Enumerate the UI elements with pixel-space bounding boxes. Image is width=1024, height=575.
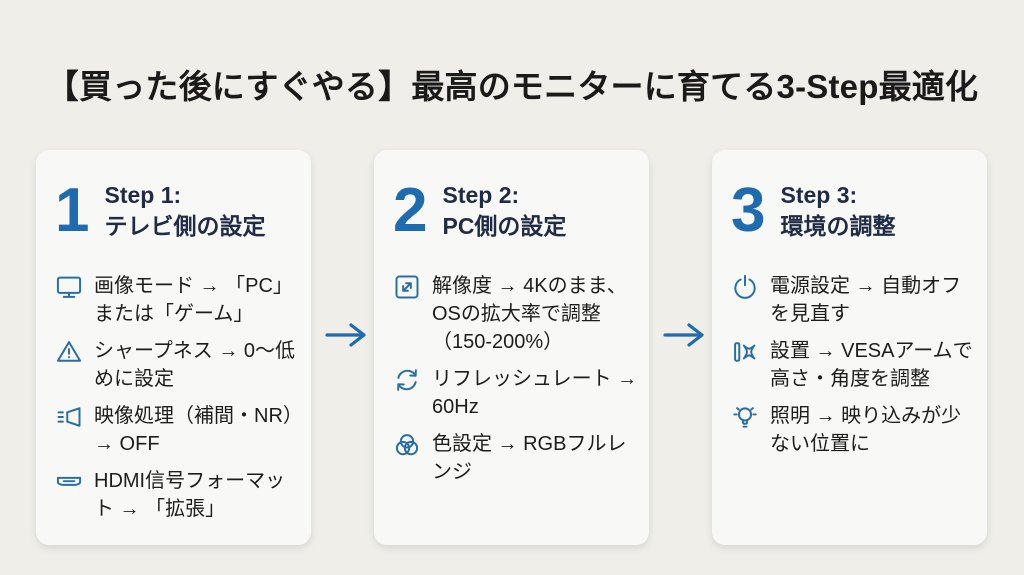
list-item: HDMI信号フォーマット → 「拡張」 — [55, 467, 301, 523]
step-title-line2: PC側の設定 — [442, 213, 567, 239]
step-title: Step 1: テレビ側の設定 — [104, 180, 265, 242]
step-number: 1 — [55, 175, 90, 245]
step-title-line1: Step 2: — [442, 182, 520, 208]
step-title-line2: 環境の調整 — [780, 213, 896, 239]
rgb-circles-icon — [393, 431, 421, 459]
list-item: シャープネス → 0〜低めに設定 — [55, 337, 301, 393]
list-item-text: 照明 → 映り込みが少ない位置に — [770, 405, 962, 455]
step-number: 3 — [731, 175, 766, 245]
step-card: 2 Step 2: PC側の設定 解像度 → 4Kのまま、OSの拡大率で調整（1… — [374, 150, 649, 545]
step-title-line1: Step 3: — [780, 182, 858, 208]
list-item-text: HDMI信号フォーマット → 「拡張」 — [94, 470, 286, 520]
step-items: 画像モード → 「PC」または「ゲーム」 シャープネス → 0〜低めに設定 映像… — [55, 272, 301, 523]
list-item-text: 映像処理（補間・NR）→ OFF — [94, 405, 293, 455]
warning-triangle-icon — [55, 338, 83, 366]
list-item: 画像モード → 「PC」または「ゲーム」 — [55, 272, 301, 328]
list-item-text: 色設定 → RGBフルレンジ — [432, 433, 627, 483]
lightbulb-icon — [731, 403, 759, 431]
step-card-header: 2 Step 2: PC側の設定 — [393, 175, 639, 245]
step-card: 3 Step 3: 環境の調整 電源設定 → 自動オフを見直す 設置 → VES… — [712, 150, 987, 545]
vesa-mount-icon — [731, 338, 759, 366]
list-item-text: シャープネス → 0〜低めに設定 — [94, 340, 296, 390]
list-item-text: 設置 → VESAアームで高さ・角度を調整 — [770, 340, 973, 390]
hdmi-icon — [55, 468, 83, 496]
list-item-text: 解像度 → 4Kのまま、OSの拡大率で調整（150-200%） — [432, 275, 627, 353]
list-item-text: 電源設定 → 自動オフを見直す — [770, 275, 962, 325]
step-number: 2 — [393, 175, 428, 245]
power-icon — [731, 273, 759, 301]
arrow-right-icon — [324, 317, 370, 353]
list-item: 解像度 → 4Kのまま、OSの拡大率で調整（150-200%） — [393, 272, 639, 356]
list-item: 照明 → 映り込みが少ない位置に — [731, 402, 977, 458]
list-item: 設置 → VESAアームで高さ・角度を調整 — [731, 337, 977, 393]
step-title: Step 2: PC側の設定 — [442, 180, 566, 242]
expand-icon — [393, 273, 421, 301]
megaphone-icon — [55, 403, 83, 431]
list-item: 色設定 → RGBフルレンジ — [393, 430, 639, 486]
step-items: 解像度 → 4Kのまま、OSの拡大率で調整（150-200%） リフレッシュレー… — [393, 272, 639, 486]
list-item: 映像処理（補間・NR）→ OFF — [55, 402, 301, 458]
step-title-line2: テレビ側の設定 — [104, 213, 266, 239]
step-title-line1: Step 1: — [104, 182, 182, 208]
step-card-header: 1 Step 1: テレビ側の設定 — [55, 175, 301, 245]
page-title: 【買った後にすぐやる】最高のモニターに育てる3-Step最適化 — [45, 68, 979, 105]
monitor-icon — [55, 273, 83, 301]
step-card-header: 3 Step 3: 環境の調整 — [731, 175, 977, 245]
list-item: リフレッシュレート → 60Hz — [393, 365, 639, 421]
list-item: 電源設定 → 自動オフを見直す — [731, 272, 977, 328]
arrow-right-icon — [662, 317, 708, 353]
refresh-icon — [393, 366, 421, 394]
step-items: 電源設定 → 自動オフを見直す 設置 → VESAアームで高さ・角度を調整 照明… — [731, 272, 977, 458]
step-title: Step 3: 環境の調整 — [780, 180, 895, 242]
list-item-text: 画像モード → 「PC」または「ゲーム」 — [94, 275, 293, 325]
list-item-text: リフレッシュレート → 60Hz — [432, 368, 638, 418]
step-card: 1 Step 1: テレビ側の設定 画像モード → 「PC」または「ゲーム」 シ… — [36, 150, 311, 545]
